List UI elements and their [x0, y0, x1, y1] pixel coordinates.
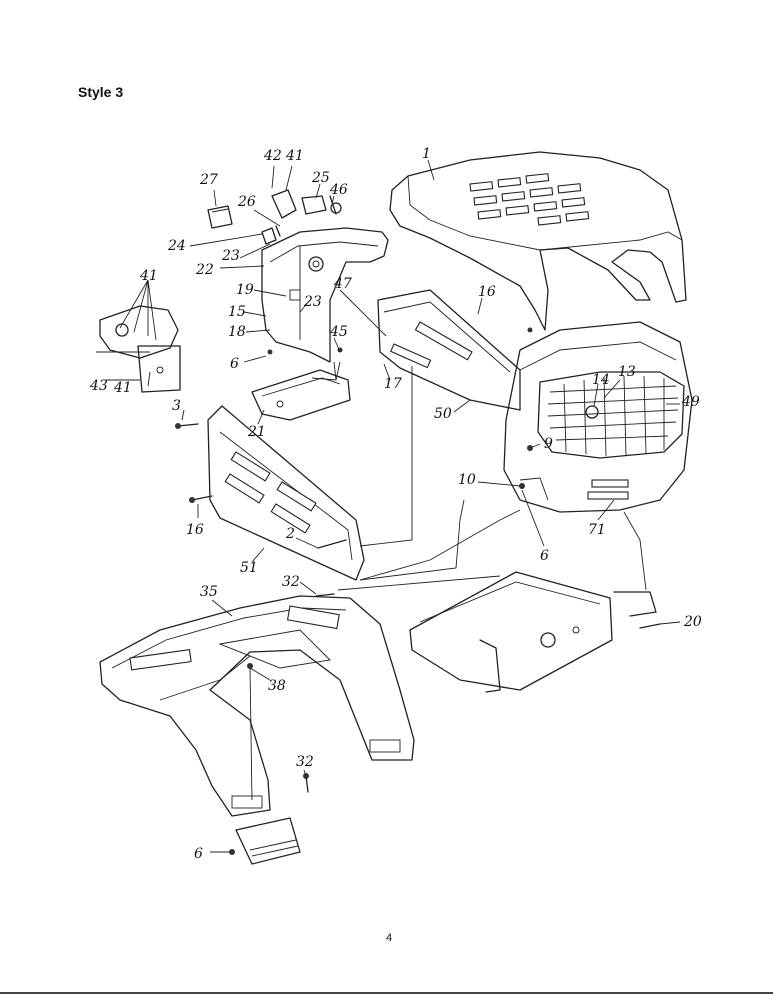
side-cowl-part	[377, 289, 521, 411]
callout-22: 22	[195, 262, 214, 278]
callout-49: 49	[681, 394, 700, 410]
callout-20: 20	[683, 614, 702, 630]
callout-25: 25	[311, 170, 330, 186]
callout-3: 3	[172, 398, 181, 414]
callout-labels: 1 42 41 27 25 46 26 24 23 22 41 19 23 47…	[89, 146, 702, 862]
callout-9: 9	[544, 436, 553, 452]
callout-43: 43	[89, 378, 108, 394]
page-number: 4	[386, 932, 393, 944]
callout-6: 6	[194, 846, 203, 862]
callout-51: 51	[240, 560, 258, 576]
callout-21: 21	[247, 424, 266, 440]
dash-panel-part	[261, 227, 389, 363]
callout-6: 6	[230, 356, 239, 372]
callout-16: 16	[186, 522, 204, 538]
rear-fender-part	[99, 595, 415, 817]
page-title: Style 3	[78, 84, 124, 100]
callout-10: 10	[458, 472, 476, 488]
left-bracket-assembly	[96, 305, 181, 393]
front-panel-part	[207, 405, 365, 581]
callout-19: 19	[236, 282, 254, 298]
callout-32: 32	[282, 574, 300, 590]
callout-35: 35	[200, 584, 218, 600]
chassis-frame-part	[409, 571, 657, 693]
callout-18: 18	[228, 324, 246, 340]
leader-lines	[106, 159, 681, 853]
callout-23: 23	[221, 248, 240, 264]
callout-46: 46	[329, 182, 348, 198]
callout-24: 24	[167, 238, 186, 254]
callout-27: 27	[199, 172, 218, 188]
nose-housing-part	[503, 321, 693, 513]
callout-13: 13	[618, 364, 636, 380]
callout-47: 47	[333, 276, 352, 292]
upper-hardware	[207, 189, 342, 245]
callout-16: 16	[478, 284, 496, 300]
callout-42: 42	[263, 148, 282, 164]
callout-38: 38	[268, 678, 286, 694]
callout-26: 26	[237, 194, 256, 210]
callout-17: 17	[384, 376, 402, 392]
bottom-divider	[0, 992, 773, 994]
callout-71: 71	[588, 522, 606, 538]
callout-45: 45	[329, 324, 348, 340]
hood-vent-slots	[469, 173, 590, 226]
hood-part	[389, 151, 687, 331]
callout-41: 41	[285, 148, 304, 164]
callout-1: 1	[422, 146, 431, 162]
callout-23: 23	[303, 294, 322, 310]
callout-32: 32	[296, 754, 314, 770]
bolts	[175, 327, 661, 855]
callout-2: 2	[285, 526, 295, 542]
callout-15: 15	[228, 304, 246, 320]
foot-pad-part	[235, 817, 301, 865]
callout-41: 41	[113, 380, 132, 396]
callout-50: 50	[434, 406, 452, 422]
callout-6: 6	[540, 548, 549, 564]
callout-14: 14	[592, 372, 610, 388]
grille-mesh	[547, 375, 679, 457]
callout-41: 41	[139, 268, 158, 284]
